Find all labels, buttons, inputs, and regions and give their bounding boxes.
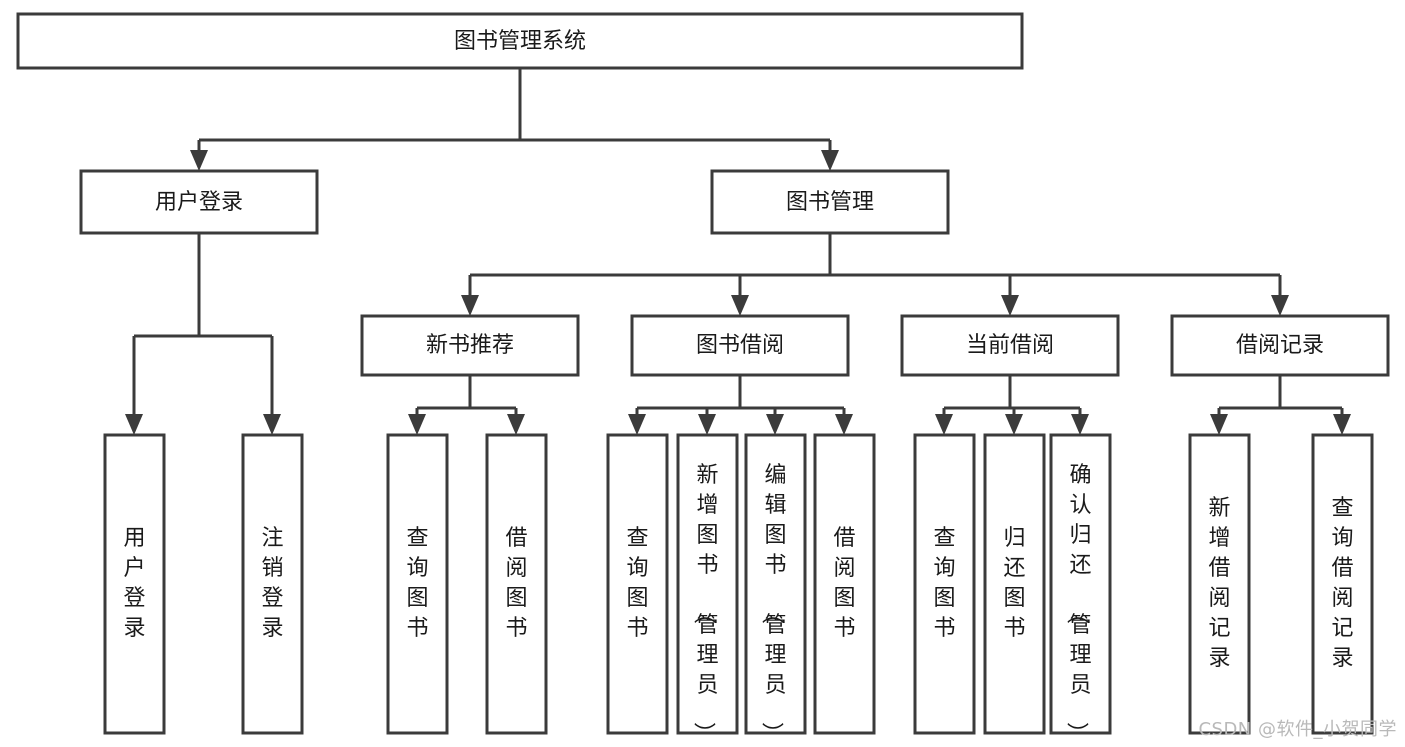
leaf-node[interactable]: 借阅图书: [813, 433, 876, 735]
arrow-current-borrow-leaf-1: [935, 414, 953, 435]
connector-records-trunk: [1217, 375, 1344, 424]
leaf-node-label: 查询图书: [933, 526, 955, 641]
leaf-node-box[interactable]: [676, 433, 739, 735]
node-new-book-recommend[interactable]: 新书推荐: [360, 314, 580, 377]
leaf-node-label: 归还图书: [1003, 526, 1025, 641]
borrow-records-node-box[interactable]: [1170, 314, 1390, 377]
leaf-node-layer: 用户登录 注销登录 查询图书 借阅图书 查询图书 新增图书（管理员） 编辑图书（管理员） 借阅…: [103, 433, 1374, 744]
arrow-book-mgmt-to-records: [1271, 295, 1289, 316]
book-borrow-node-box[interactable]: [630, 314, 850, 377]
arrow-borrow-leaf-4: [835, 414, 853, 435]
book-management-node-label: 图书管理: [786, 190, 874, 215]
new-book-recommend-node-box[interactable]: [360, 314, 580, 377]
node-root-system[interactable]: 图书管理系统: [16, 12, 1024, 70]
leaf-node-box[interactable]: [103, 433, 166, 735]
leaf-node-label: 注销登录: [261, 526, 283, 641]
arrow-root-to-user-login: [190, 150, 208, 171]
leaf-node-box[interactable]: [744, 433, 807, 735]
leaf-node-box[interactable]: [241, 433, 304, 735]
arrow-book-mgmt-to-borrow: [731, 295, 749, 316]
arrow-current-borrow-leaf-3: [1071, 414, 1089, 435]
arrow-book-mgmt-to-new-book: [461, 295, 479, 316]
user-login-node-label: 用户登录: [155, 190, 243, 215]
node-book-borrow[interactable]: 图书借阅: [630, 314, 850, 377]
root-node-box[interactable]: [16, 12, 1024, 70]
leaf-node[interactable]: 用户登录: [103, 433, 166, 735]
leaf-node[interactable]: 新增借阅记录: [1188, 433, 1251, 735]
leaf-node[interactable]: 查询图书: [606, 433, 669, 735]
user-login-node-box[interactable]: [79, 169, 319, 235]
root-node-label: 图书管理系统: [454, 29, 586, 54]
arrow-user-login-leaf-2: [263, 414, 281, 435]
leaf-node[interactable]: 新增图书（管理员）: [676, 433, 739, 744]
leaf-node-label: 用户登录: [123, 526, 145, 641]
leaf-node-box[interactable]: [606, 433, 669, 735]
leaf-node-box[interactable]: [1188, 433, 1251, 735]
arrow-borrow-leaf-2: [698, 414, 716, 435]
arrow-user-login-leaf-1: [125, 414, 143, 435]
node-current-borrow[interactable]: 当前借阅: [900, 314, 1120, 377]
current-borrow-node-box[interactable]: [900, 314, 1120, 377]
connector-borrow-trunk: [635, 375, 846, 424]
connector-layer: [125, 68, 1351, 435]
node-borrow-records[interactable]: 借阅记录: [1170, 314, 1390, 377]
leaf-node-label: 新增图书（管理员）: [690, 463, 718, 744]
leaf-node-box[interactable]: [983, 433, 1046, 735]
arrow-book-mgmt-to-current: [1001, 295, 1019, 316]
leaf-node[interactable]: 查询图书: [386, 433, 449, 735]
leaf-node-label: 确认归还（管理员）: [1063, 463, 1091, 744]
node-user-login[interactable]: 用户登录: [79, 169, 319, 235]
leaf-node[interactable]: 借阅图书: [485, 433, 548, 735]
arrow-root-to-book-mgmt: [821, 150, 839, 171]
leaf-node-box[interactable]: [913, 433, 976, 735]
leaf-node-label: 新增借阅记录: [1208, 496, 1230, 671]
connector-book-mgmt-trunk: [468, 233, 1282, 305]
node-book-management[interactable]: 图书管理: [710, 169, 950, 235]
arrow-new-book-leaf-1: [408, 414, 426, 435]
borrow-records-node-label: 借阅记录: [1236, 333, 1324, 358]
book-management-node-box[interactable]: [710, 169, 950, 235]
leaf-node[interactable]: 编辑图书（管理员）: [744, 433, 807, 744]
leaf-node-label: 查询图书: [406, 526, 428, 641]
book-borrow-node-label: 图书借阅: [696, 333, 784, 358]
arrow-current-borrow-leaf-2: [1005, 414, 1023, 435]
leaf-node[interactable]: 查询图书: [913, 433, 976, 735]
leaf-node[interactable]: 确认归还（管理员）: [1049, 433, 1112, 744]
connector-root-trunk: [197, 68, 832, 160]
leaf-node-box[interactable]: [813, 433, 876, 735]
leaf-node-label: 编辑图书（管理员）: [758, 463, 786, 744]
leaf-node-label: 借阅图书: [833, 526, 855, 641]
leaf-node[interactable]: 查询借阅记录: [1311, 433, 1374, 735]
leaf-node-box[interactable]: [386, 433, 449, 735]
arrow-records-leaf-1: [1210, 414, 1228, 435]
connector-new-book-trunk: [415, 375, 518, 424]
leaf-node-box[interactable]: [1311, 433, 1374, 735]
leaf-node-box[interactable]: [1049, 433, 1112, 735]
arrow-borrow-leaf-3: [766, 414, 784, 435]
arrow-borrow-leaf-1: [628, 414, 646, 435]
new-book-recommend-node-label: 新书推荐: [426, 333, 514, 358]
arrow-records-leaf-2: [1333, 414, 1351, 435]
leaf-node-label: 借阅图书: [505, 526, 527, 641]
leaf-node-label: 查询借阅记录: [1331, 496, 1353, 671]
leaf-node-label: 查询图书: [626, 526, 648, 641]
connector-user-login-trunk: [132, 233, 274, 424]
current-borrow-node-label: 当前借阅: [966, 333, 1054, 358]
leaf-node-box[interactable]: [485, 433, 548, 735]
leaf-node[interactable]: 归还图书: [983, 433, 1046, 735]
arrow-new-book-leaf-2: [507, 414, 525, 435]
leaf-node[interactable]: 注销登录: [241, 433, 304, 735]
